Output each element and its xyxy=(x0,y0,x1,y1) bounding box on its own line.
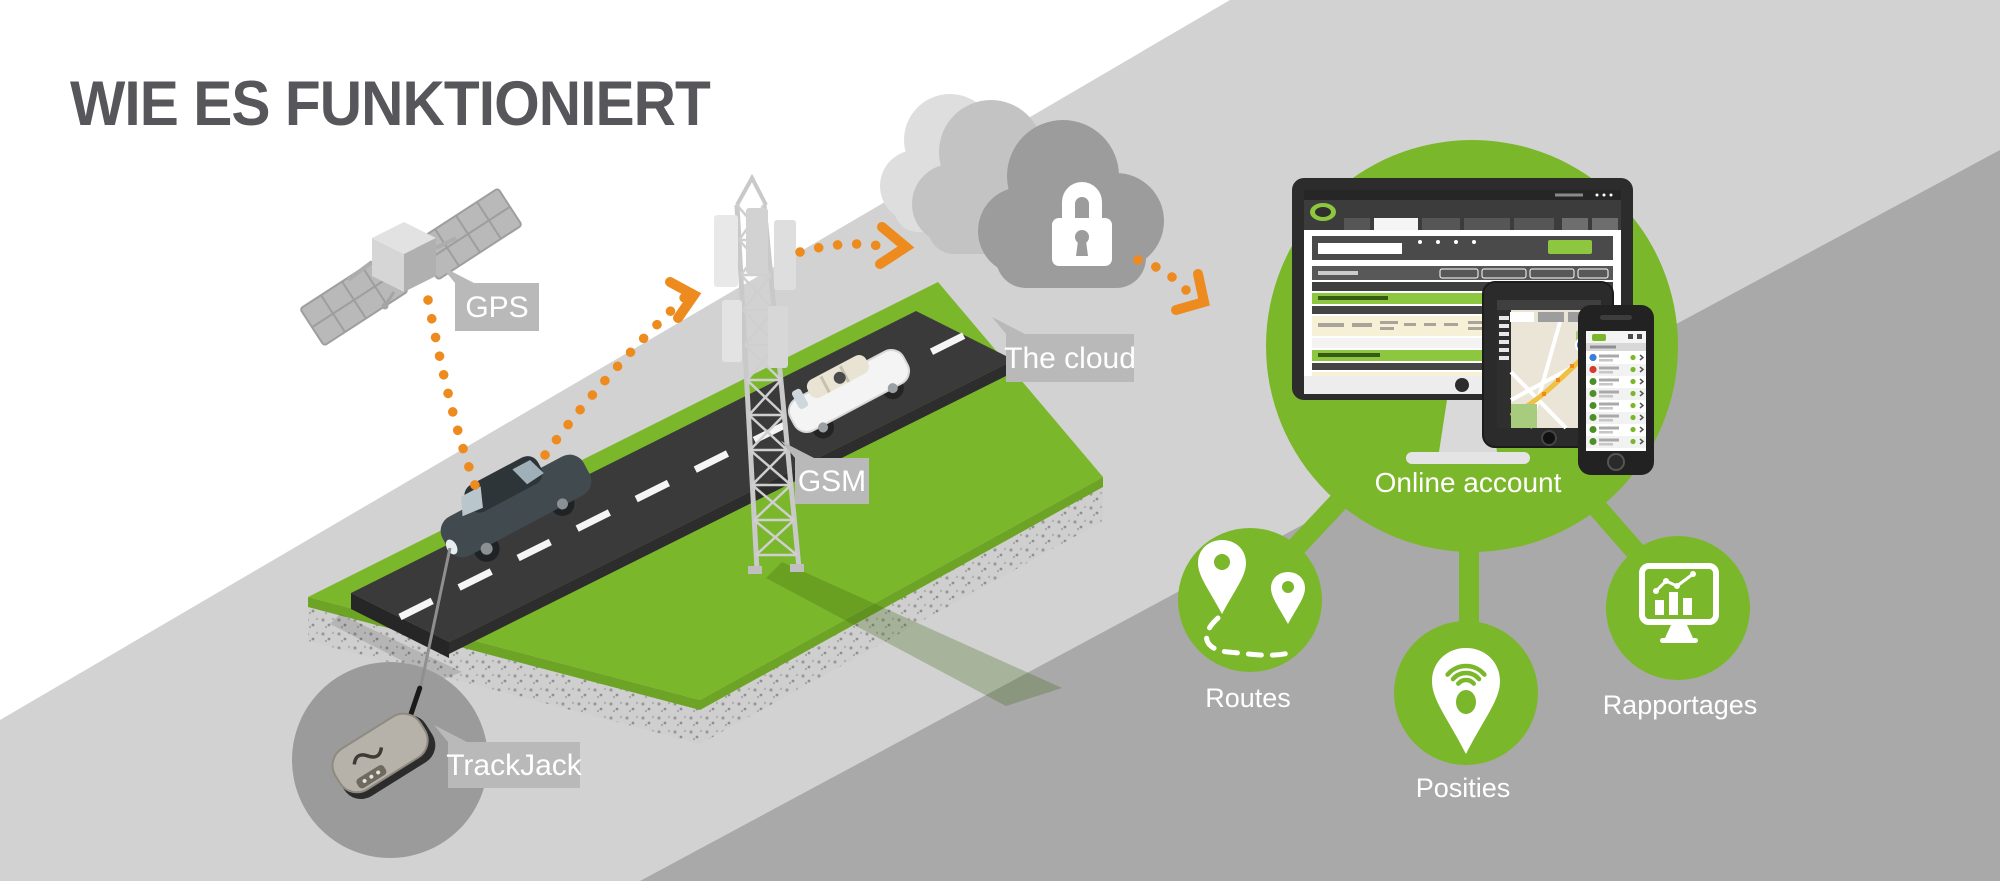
tower-foot xyxy=(790,564,804,572)
phone-list-app xyxy=(1586,331,1646,451)
tower-antenna-panel xyxy=(774,220,796,290)
road-shadow xyxy=(330,614,462,680)
tablet-home-button xyxy=(1541,430,1557,446)
grass-lip-right xyxy=(700,477,1103,710)
convertible-hub xyxy=(887,383,898,394)
tracker-wire xyxy=(418,547,452,691)
rapportages-label: Rapportages xyxy=(1603,690,1758,720)
cloud-tag: The cloud xyxy=(992,317,1136,382)
phone-speaker xyxy=(1600,315,1632,320)
tower-shadow xyxy=(766,562,1062,706)
signal-arrows xyxy=(423,222,1210,493)
tracker-button-dot xyxy=(376,770,381,775)
tracker-antenna xyxy=(408,685,423,718)
routes-label: Routes xyxy=(1205,683,1291,713)
arrow-cloud-to-account xyxy=(1133,255,1191,295)
monitor-logo-dot xyxy=(1455,378,1469,392)
tower-antenna-panel xyxy=(768,306,788,368)
car-body xyxy=(440,454,592,558)
account-hub xyxy=(1262,140,1678,650)
convertible-hub xyxy=(818,422,829,433)
car-hub-rear xyxy=(556,498,568,510)
posities-label: Posities xyxy=(1416,773,1511,803)
feature-posities xyxy=(1394,621,1538,765)
web-app-screenshot xyxy=(1304,190,1621,376)
satellite-strut xyxy=(435,236,457,250)
arrow-tower-to-cloud xyxy=(795,239,885,257)
satellite-antenna-tip xyxy=(381,302,389,310)
arrowhead-to-account xyxy=(1171,269,1210,315)
convertible-seats xyxy=(819,365,851,394)
driver xyxy=(833,371,846,384)
feature-routes xyxy=(1178,528,1322,672)
car-rear-window xyxy=(512,460,544,485)
satellite-antenna xyxy=(384,291,396,305)
tower-foot xyxy=(748,566,762,574)
gsm-label: GSM xyxy=(798,465,866,498)
tracker-logo-squiggle xyxy=(352,747,384,765)
ground-side-right xyxy=(700,477,1103,744)
tower-rails xyxy=(734,204,802,571)
tracker-button-dot xyxy=(369,774,374,779)
satellite-body-left xyxy=(372,238,404,292)
gsm-tower xyxy=(714,173,804,574)
tower-antenna-panel xyxy=(746,208,768,274)
convertible-windshield xyxy=(791,388,809,410)
car-hub-front xyxy=(480,542,493,555)
arrow-satellite-to-car xyxy=(423,295,481,493)
arrow-car-to-tower xyxy=(540,291,691,460)
road-near-edge xyxy=(449,360,1014,654)
lock-icon xyxy=(1052,182,1112,266)
arrowhead-to-cloud xyxy=(875,222,915,269)
route-pins-icon xyxy=(1198,540,1305,658)
tower-antenna-panel xyxy=(714,215,738,287)
feature-rapportages xyxy=(1606,536,1750,680)
tracker-button-dot xyxy=(362,778,367,783)
convertible-car xyxy=(787,348,911,439)
tracker-callout xyxy=(292,547,488,858)
tracker-tag: TrackJack xyxy=(434,725,583,788)
tracker-label: TrackJack xyxy=(446,749,583,782)
report-monitor-icon xyxy=(1639,563,1719,643)
satellite-body-right xyxy=(404,238,436,292)
tracker-device xyxy=(331,685,436,800)
tower-crown xyxy=(735,173,768,206)
cloud-group xyxy=(880,94,1164,288)
phone-home-button xyxy=(1607,453,1625,471)
account-label: Online account xyxy=(1375,467,1562,498)
cloud-label: The cloud xyxy=(1004,342,1136,375)
gps-tag: GPS xyxy=(441,266,539,331)
label-tags: GPS GSM The cloud TrackJack xyxy=(434,266,1136,788)
phone xyxy=(1578,305,1654,475)
position-pin-icon xyxy=(1432,648,1500,754)
page-title: WIE ES FUNKTIONIERT xyxy=(70,69,711,139)
satellite-strut xyxy=(346,260,374,282)
gps-label: GPS xyxy=(465,291,528,324)
gps-satellite xyxy=(300,188,522,346)
tower-antenna-panel xyxy=(722,300,742,362)
car-windshield xyxy=(461,486,483,517)
arrowhead-to-tower xyxy=(665,277,702,323)
road-end-face xyxy=(351,593,449,658)
tracked-car xyxy=(440,454,592,562)
gsm-tag: GSM xyxy=(781,441,869,504)
monitor-base xyxy=(1406,452,1530,464)
